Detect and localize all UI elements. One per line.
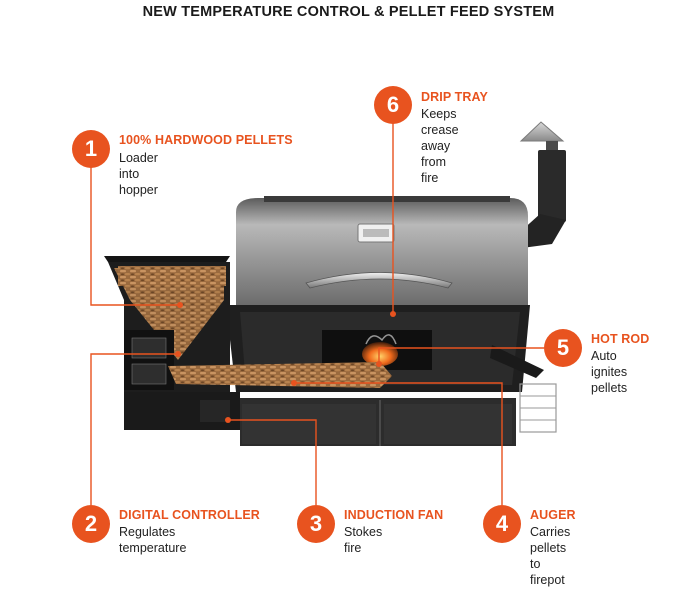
callout-3-number: 3 (297, 505, 335, 543)
callout-4-title: AUGER (530, 508, 576, 522)
auger-feed (168, 362, 392, 388)
hopper (104, 256, 240, 430)
callout-6-desc: Keeps crease away from fire (421, 106, 459, 186)
callout-3-title: INDUCTION FAN (344, 508, 444, 522)
connector-3 (228, 419, 317, 505)
chimney (519, 121, 566, 248)
callout-5-desc: Auto ignites pellets (591, 348, 627, 396)
connector-2 (90, 353, 178, 505)
callout-6-desc-line-2: from fire (421, 155, 446, 185)
callout-2-desc-line: Regulates temperature (119, 525, 187, 555)
callout-5-desc-line-2: pellets (591, 381, 628, 395)
callout-1-number: 1 (72, 130, 110, 168)
callout-4-number: 4 (483, 505, 521, 543)
connector-lines (90, 123, 544, 505)
callout-4-desc-line-2: to firepot (530, 557, 565, 587)
callout-2-title: DIGITAL CONTROLLER (119, 508, 260, 522)
connector-4 (294, 382, 503, 505)
callout-6-desc-line-1: Keeps crease away (421, 107, 459, 153)
callout-5-title: HOT ROD (591, 332, 650, 346)
diagram-title: NEW TEMPERATURE CONTROL & PELLET FEED SY… (142, 4, 555, 20)
connector-1 (90, 167, 180, 306)
callout-2-number: 2 (72, 505, 110, 543)
callout-1-desc-line: Loader into hopper (119, 151, 158, 197)
callout-1-desc: Loader into hopper (119, 150, 158, 198)
grill-lid (236, 196, 528, 305)
connector-5 (378, 347, 544, 364)
callout-6-title: DRIP TRAY (421, 90, 488, 104)
callout-5-number: 5 (544, 329, 582, 367)
callout-4-desc-line-1: Carries pellets (530, 525, 571, 555)
callout-3-desc: Stokes fire (344, 524, 382, 556)
connector-endpoints (175, 302, 396, 423)
callout-1-title: 100% HARDWOOD PELLETS (119, 133, 293, 147)
callout-3-desc-line: Stokes fire (344, 525, 383, 555)
callout-5-desc-line-1: Auto ignites (591, 349, 628, 379)
callout-4-desc: Carries pellets to firepot (530, 524, 570, 588)
callout-2-desc: Regulates temperature (119, 524, 186, 556)
callout-6-number: 6 (374, 86, 412, 124)
base-cabinet (240, 398, 516, 446)
